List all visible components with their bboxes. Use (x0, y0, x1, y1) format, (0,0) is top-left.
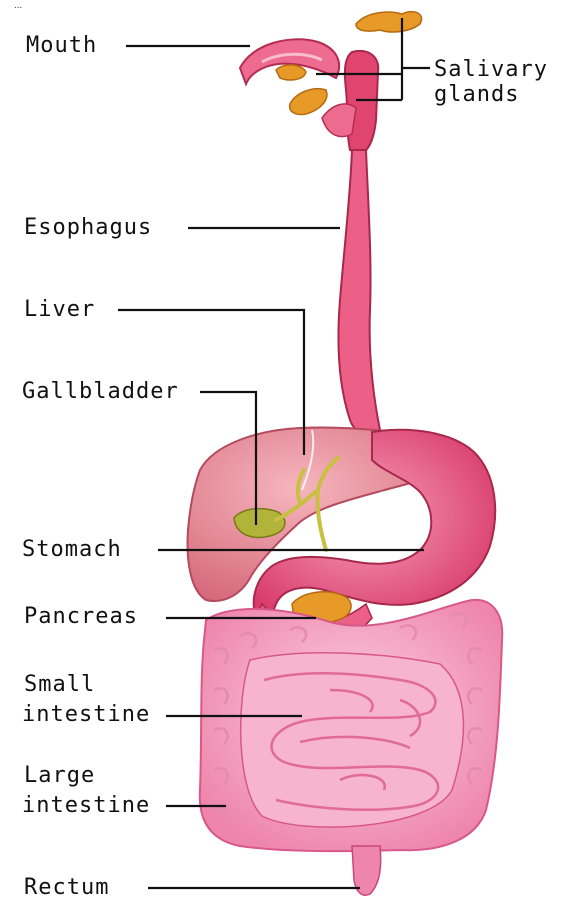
label-stomach: Stomach (22, 535, 122, 565)
label-gallbladder: Gallbladder (22, 377, 179, 407)
label-large-intestine-line2: intestine (22, 791, 150, 821)
label-mouth: Mouth (26, 31, 97, 61)
figure-top-fragment: ... (14, 0, 22, 11)
label-large-intestine-line1: Large (24, 761, 95, 791)
label-liver: Liver (24, 295, 95, 325)
label-pancreas: Pancreas (24, 602, 138, 632)
label-small-intestine-line1: Small (24, 670, 95, 700)
gallbladder-shape (234, 509, 285, 538)
label-rectum: Rectum (24, 873, 109, 903)
epiglottis-shape (322, 104, 356, 137)
label-esophagus: Esophagus (24, 213, 152, 243)
pharynx-shape (345, 51, 378, 154)
esophagus-shape (338, 150, 380, 435)
label-salivary-glands-line2: glands (434, 80, 519, 110)
label-small-intestine-line2: intestine (22, 700, 150, 730)
